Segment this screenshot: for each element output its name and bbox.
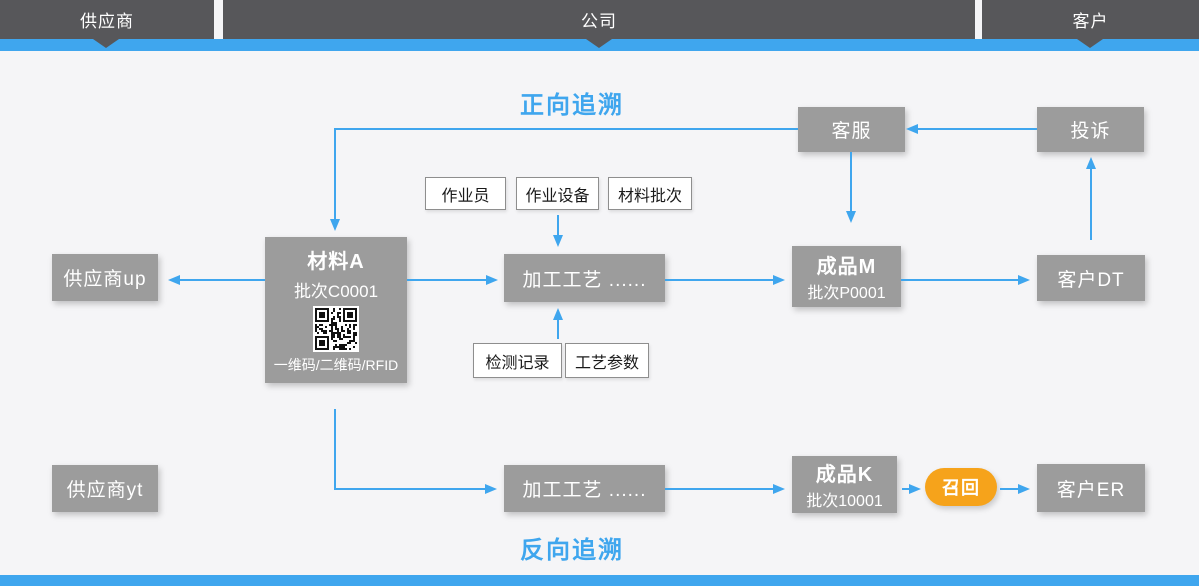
arrow-customerdt-to-complaint-head: [1086, 157, 1096, 169]
arrow-customerdt-to-complaint-line: [1090, 168, 1092, 240]
complaint-node: 投诉: [1037, 107, 1144, 152]
lane-header-supplier: 供应商: [0, 0, 214, 39]
input-inspection-record-label: 检测记录: [473, 343, 562, 378]
product-m-batch: 批次P0001: [807, 285, 886, 302]
input-material-batch-label: 材料批次: [608, 177, 692, 210]
process-bottom-label: 加工工艺 ......: [522, 480, 647, 501]
arrow-processbottom-to-productk-line: [665, 488, 773, 490]
arrow-inputs-to-process-line: [557, 215, 559, 236]
arrow-material-to-process-head: [486, 275, 498, 285]
complaint-label: 投诉: [1070, 121, 1111, 142]
arrow-productm-to-customerdt-line: [901, 279, 1018, 281]
arrow-service-to-productm-line: [850, 152, 852, 212]
customer-service-label: 客服: [831, 121, 872, 142]
arrow-process-to-productm-head: [773, 275, 785, 285]
backward-trace-title: 反向追溯: [520, 537, 624, 564]
input-operator-label: 作业员: [425, 177, 506, 210]
material-a-batch: 批次C0001: [293, 282, 379, 302]
lane-pointer-company-icon: [586, 39, 612, 48]
arrow-process-to-productm-line: [665, 279, 773, 281]
arrow-material-to-supplierup-line: [180, 279, 265, 281]
lane-pointer-supplier-icon: [93, 39, 119, 48]
process-top-label: 加工工艺 ......: [522, 269, 647, 291]
lane-pointer-customer-icon: [1077, 39, 1103, 48]
supplier-yt-node: 供应商yt: [52, 465, 158, 512]
lane-header-company-label: 公司: [581, 12, 617, 31]
arrow-records-to-process-head: [553, 308, 563, 320]
lane-header-customer: 客户: [982, 0, 1199, 39]
arrow-recall-to-customerer-line: [1000, 488, 1018, 490]
supplier-up-node: 供应商up: [52, 254, 158, 301]
arrow-records-to-process-line: [557, 320, 559, 339]
supplier-up-label: 供应商up: [63, 269, 147, 290]
product-m-name: 成品M: [816, 256, 877, 278]
lane-header-company: 公司: [223, 0, 975, 39]
product-k-name: 成品K: [815, 464, 874, 486]
arrow-material-to-processbottom-hline: [334, 488, 485, 490]
customer-service-node: 客服: [798, 107, 905, 152]
arrow-material-to-processbottom-vline: [334, 409, 336, 490]
arrow-service-to-material-head: [330, 219, 340, 231]
material-a-name: 材料A: [307, 250, 365, 273]
qr-code-icon: [313, 305, 359, 352]
product-k-node: 成品K 批次10001: [792, 456, 897, 513]
product-k-batch: 批次10001: [806, 493, 883, 510]
process-bottom-node: 加工工艺 ......: [504, 465, 665, 512]
arrow-recall-to-customerer-head: [1018, 484, 1030, 494]
recall-badge: 召回: [925, 468, 997, 506]
arrow-complaint-to-service-head: [906, 124, 918, 134]
lane-header-supplier-label: 供应商: [80, 12, 134, 31]
input-equipment-label: 作业设备: [516, 177, 599, 210]
arrow-service-to-material-vline: [334, 128, 336, 220]
customer-er-node: 客户ER: [1037, 464, 1145, 512]
forward-trace-title: 正向追溯: [520, 92, 624, 119]
arrow-productk-to-recall-line: [902, 488, 909, 490]
arrow-processbottom-to-productk-head: [773, 484, 785, 494]
arrow-service-to-productm-head: [846, 211, 856, 223]
arrow-material-to-supplierup-head: [168, 275, 180, 285]
material-a-codes: 一维码/二维码/RFID: [273, 357, 399, 374]
input-process-parameter-label: 工艺参数: [565, 343, 649, 378]
arrow-complaint-to-service-line: [918, 128, 1037, 130]
customer-dt-node: 客户DT: [1037, 255, 1145, 301]
lane-header-customer-label: 客户: [1072, 12, 1109, 31]
material-a-node: 材料A 批次C0001 一维码/二维码/RFID: [265, 237, 407, 383]
arrow-material-to-process-line: [407, 279, 486, 281]
product-m-node: 成品M 批次P0001: [792, 246, 901, 307]
recall-label: 召回: [942, 478, 980, 498]
arrow-service-to-material-hline: [335, 128, 798, 130]
customer-dt-label: 客户DT: [1057, 269, 1125, 291]
arrow-material-to-processbottom-head: [485, 484, 497, 494]
arrow-inputs-to-process-head: [553, 235, 563, 247]
customer-er-label: 客户ER: [1056, 479, 1126, 501]
bottom-timeline-bar: [0, 575, 1199, 586]
process-top-node: 加工工艺 ......: [504, 254, 665, 302]
arrow-productm-to-customerdt-head: [1018, 275, 1030, 285]
arrow-productk-to-recall-head: [909, 484, 921, 494]
supplier-yt-label: 供应商yt: [66, 480, 144, 501]
